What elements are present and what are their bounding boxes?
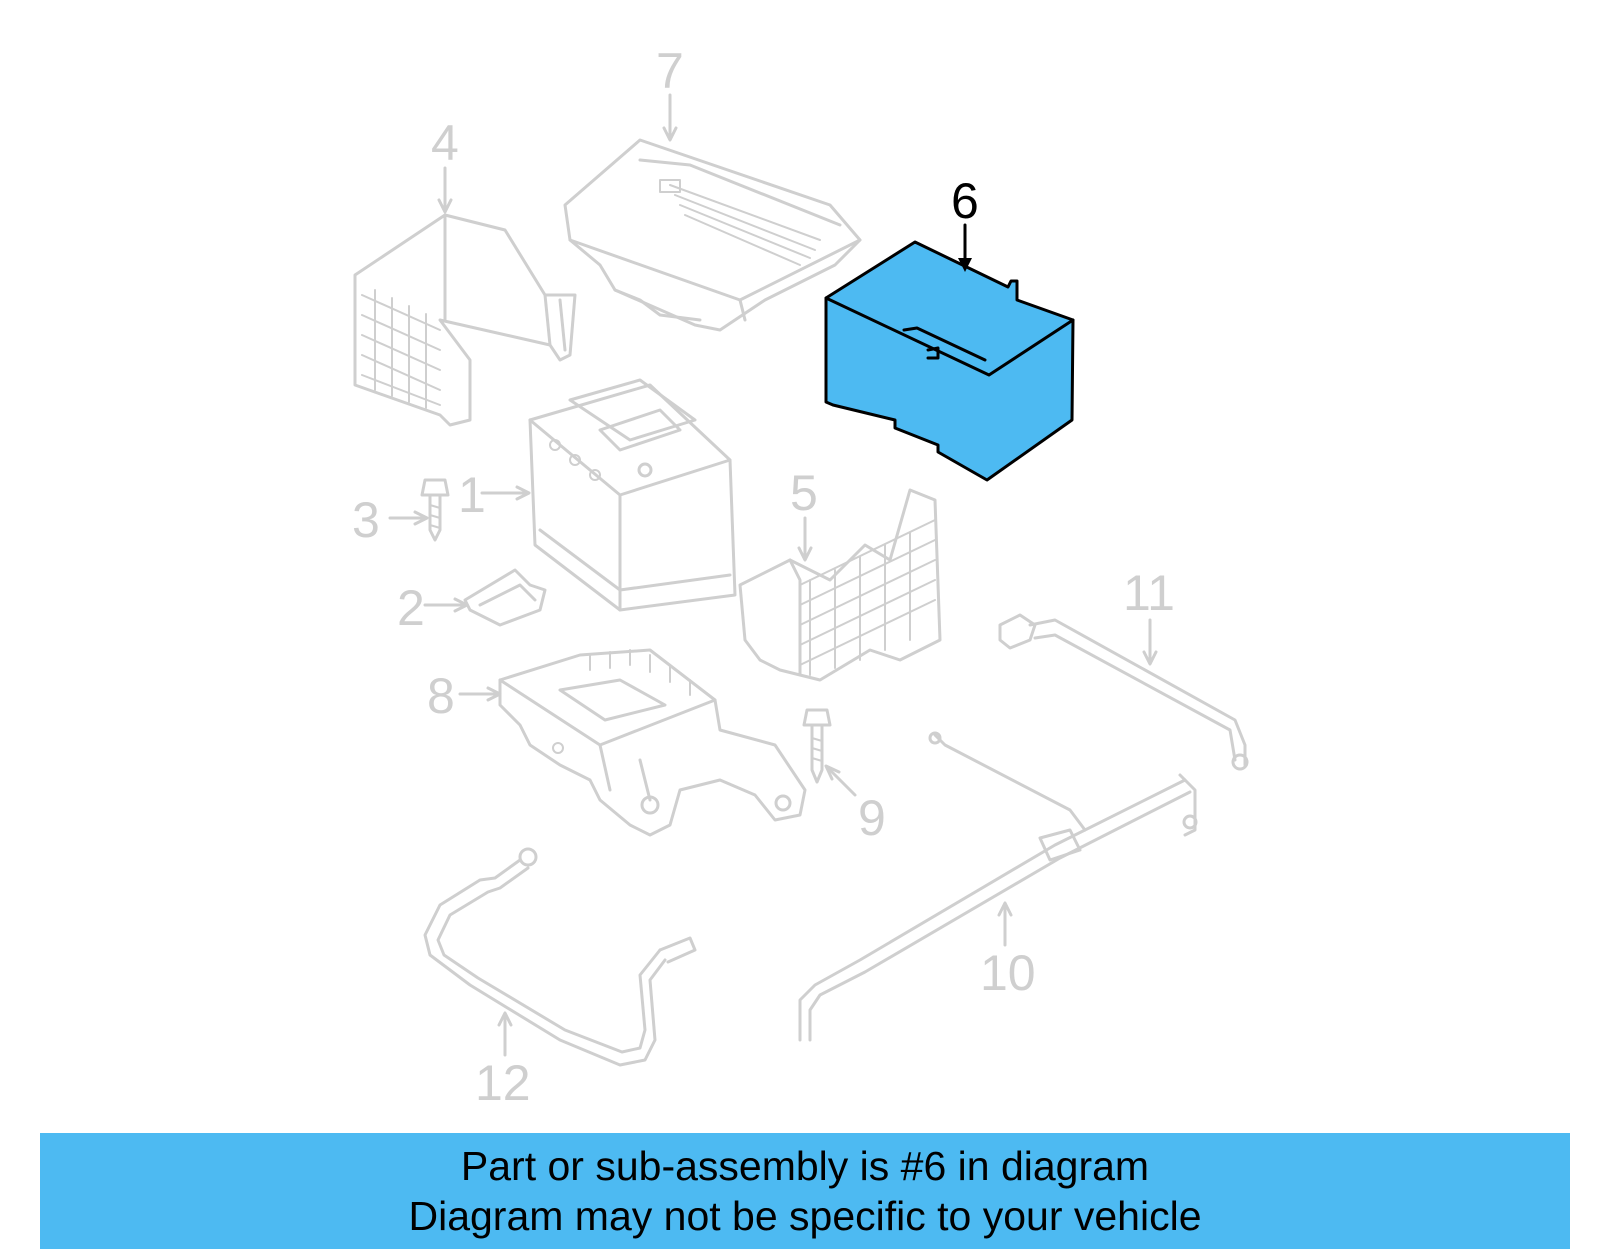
part-12-cable <box>423 847 697 1067</box>
part-4-side-shield <box>353 213 577 427</box>
callout-6: 6 <box>951 173 979 229</box>
callout-arrowhead-1 <box>515 485 531 501</box>
callout-arrowhead-2 <box>453 597 469 613</box>
banner-line-part-number: Part or sub-assembly is #6 in diagram <box>460 1143 1150 1189</box>
callout-1: 1 <box>458 467 486 523</box>
callout-11: 11 <box>1123 565 1175 621</box>
callout-10: 10 <box>980 945 1036 1001</box>
callout-arrowhead-9 <box>824 764 841 781</box>
callout-5: 5 <box>790 465 818 521</box>
part-10-long-cable <box>798 731 1198 1042</box>
info-banner: Part or sub-assembly is #6 in diagram Di… <box>40 1133 1570 1249</box>
part-11-short-cable <box>998 613 1249 771</box>
part-2-bracket <box>463 568 547 627</box>
part-5-battery-box <box>738 488 942 682</box>
callout-arrowhead-7 <box>662 126 678 142</box>
part-6-battery-cover-highlighted <box>824 240 1075 482</box>
banner-line-disclaimer: Diagram may not be specific to your vehi… <box>408 1193 1202 1239</box>
callout-arrowhead-12 <box>497 1011 513 1027</box>
callout-arrowhead-4 <box>437 198 453 214</box>
callout-arrowhead-8 <box>486 686 502 702</box>
parts-diagram: 7 4 1 3 2 <box>352 43 1249 1111</box>
callout-arrow-9 <box>826 766 857 797</box>
callout-arrowhead-11 <box>1142 650 1158 666</box>
callout-arrowhead-3 <box>413 510 429 526</box>
part-7-engine-cover <box>563 138 862 332</box>
callout-9: 9 <box>858 790 886 846</box>
callout-12: 12 <box>475 1055 531 1111</box>
part-8-battery-tray <box>498 648 807 837</box>
part-1-battery <box>528 378 737 612</box>
callout-arrowhead-10 <box>997 901 1013 917</box>
part-3-bolt <box>420 478 450 542</box>
callout-8: 8 <box>427 668 455 724</box>
callout-arrowhead-6 <box>958 258 972 272</box>
callout-4: 4 <box>431 115 459 171</box>
callout-3: 3 <box>352 492 380 548</box>
part-9-bolt <box>802 708 832 784</box>
callout-7: 7 <box>656 43 684 99</box>
callout-arrowhead-5 <box>797 546 813 562</box>
callout-2: 2 <box>397 580 425 636</box>
